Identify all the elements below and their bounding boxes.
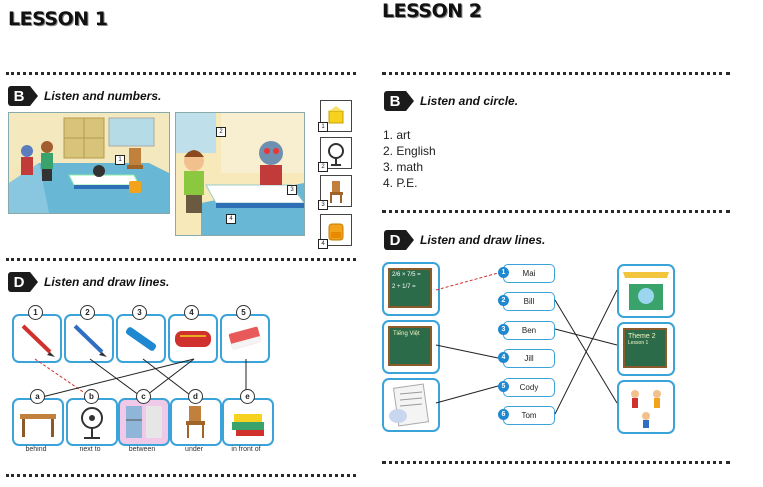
thumb-number: 4: [318, 239, 328, 249]
place-letter: e: [240, 389, 255, 404]
divider: [6, 474, 356, 477]
board-theme: Theme 2: [628, 333, 656, 340]
name-number-dot: 2: [498, 295, 509, 306]
section-b-label: Listen and circle.: [420, 94, 519, 108]
item-number: 4: [184, 305, 199, 320]
subject-item[interactable]: 1. art: [383, 128, 411, 142]
scene-number-box: 3: [287, 185, 297, 195]
board-theme-sub: Lesson 1: [628, 340, 649, 346]
place-label: under: [185, 446, 203, 453]
place-letter: b: [84, 389, 99, 404]
section-d-label: Listen and draw lines.: [420, 233, 546, 247]
subject-item[interactable]: 2. English: [383, 144, 436, 158]
thumb-number: 3: [318, 200, 328, 210]
divider: [6, 72, 356, 75]
item-number: 3: [132, 305, 147, 320]
card-art[interactable]: [617, 264, 675, 318]
place-card-desk[interactable]: [12, 398, 64, 446]
section-d-header: D Listen and draw lines.: [8, 272, 169, 292]
section-d-badge: D: [8, 272, 38, 292]
section-b-label: Listen and numbers.: [44, 89, 162, 103]
divider: [6, 258, 356, 261]
place-card-bookcase[interactable]: [118, 398, 170, 446]
name-number-dot: 1: [498, 267, 509, 278]
section-d-header-right: D Listen and draw lines.: [384, 230, 545, 250]
scene-number-box: 4: [226, 214, 236, 224]
subject-list: 1. art 2. English 3. math 4. P.E.: [383, 127, 436, 191]
name-pill[interactable]: Cody: [503, 378, 555, 397]
board-math-1: 2/6 × 7/5 =: [392, 272, 421, 278]
card-theme-board[interactable]: Theme 2 Lesson 1: [617, 322, 675, 376]
section-d-badge: D: [384, 230, 414, 250]
thumb-fan-icon: [320, 137, 352, 169]
scene-number-box: 2: [216, 127, 226, 137]
classroom-scene-1: 1: [8, 112, 170, 214]
section-b-header-right: B Listen and circle.: [384, 91, 518, 111]
thumb-box-icon: [320, 100, 352, 132]
place-label: next to: [79, 446, 101, 453]
name-pill[interactable]: Bill: [503, 292, 555, 311]
name-pill[interactable]: Mai: [503, 264, 555, 283]
item-card-eraser[interactable]: [220, 314, 270, 363]
item-card-pencil[interactable]: [12, 314, 62, 363]
divider: [382, 461, 730, 464]
card-math-board[interactable]: 2/6 × 7/5 = 2 + 1/7 =: [382, 262, 440, 316]
place-letter: c: [136, 389, 151, 404]
place-label: in front of: [231, 446, 261, 453]
section-b-badge: B: [384, 91, 414, 111]
item-number: 5: [236, 305, 251, 320]
match-lines-left: [34, 358, 247, 399]
name-number-dot: 4: [498, 352, 509, 363]
thumb-number: 2: [318, 162, 328, 172]
name-number-dot: 3: [498, 324, 509, 335]
divider: [382, 210, 730, 213]
name-number-dot: 6: [498, 409, 509, 420]
place-letter: a: [30, 389, 45, 404]
section-b-badge: B: [8, 86, 38, 106]
place-letter: d: [188, 389, 203, 404]
place-label: behind: [25, 446, 47, 453]
place-card-fan[interactable]: [66, 398, 118, 446]
section-d-label: Listen and draw lines.: [44, 275, 170, 289]
subject-item[interactable]: 3. math: [383, 160, 424, 174]
classroom-scene-2: 2 3 4: [175, 112, 305, 236]
section-b-header: B Listen and numbers.: [8, 86, 161, 106]
board-viet: Tiếng Việt: [388, 326, 432, 366]
card-pe[interactable]: [617, 380, 675, 434]
item-number: 2: [80, 305, 95, 320]
item-card-pencil-case[interactable]: [168, 314, 218, 363]
lesson-1-title: LESSON 1: [8, 8, 108, 30]
item-number: 1: [28, 305, 43, 320]
subject-item[interactable]: 4. P.E.: [383, 176, 418, 190]
divider: [382, 72, 730, 75]
place-label: between: [128, 446, 156, 453]
card-paper[interactable]: [382, 378, 440, 432]
lesson-2-title: LESSON 2: [382, 0, 482, 22]
board-math-2: 2 + 1/7 =: [392, 284, 416, 290]
name-number-dot: 5: [498, 381, 509, 392]
card-vietnamese-board[interactable]: Tiếng Việt: [382, 320, 440, 374]
thumb-number: 1: [318, 122, 328, 132]
scene-number-box: 1: [115, 155, 125, 165]
place-card-chair[interactable]: [170, 398, 222, 446]
